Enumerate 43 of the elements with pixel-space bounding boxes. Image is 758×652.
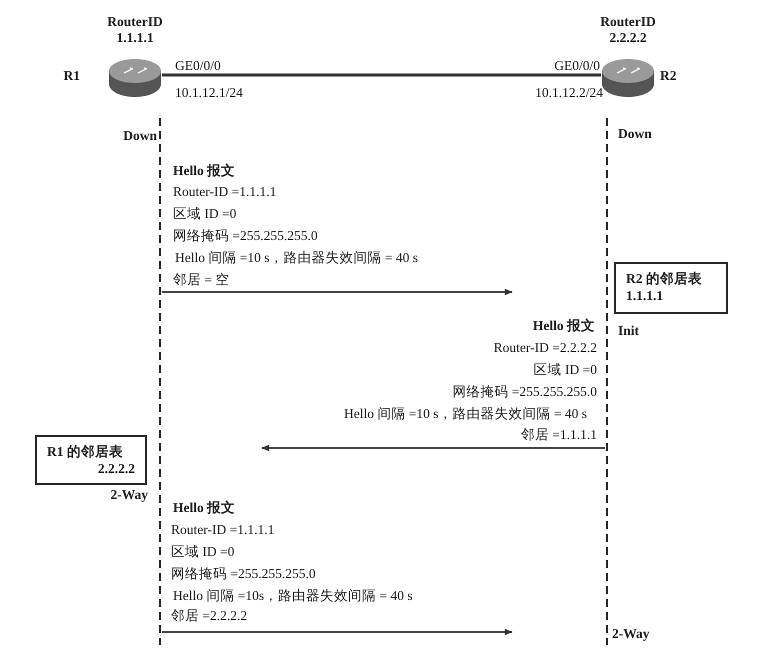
message-field: 邻居 =2.2.2.2 [171, 608, 248, 624]
neighbor-table [614, 262, 728, 314]
message-field: 区域 ID =0 [173, 206, 236, 222]
message-field: 网络掩码 =255.255.255.0 [171, 566, 316, 582]
link-line [162, 74, 601, 76]
interface-label: GE0/0/0 [175, 58, 221, 74]
table-heading: R1 的邻居表 [47, 443, 124, 460]
ip-address-label: 10.1.12.2/24 [535, 85, 603, 101]
message-field: Hello 间隔 =10 s，路由器失效间隔 = 40 s [175, 250, 418, 266]
message-title: Hello 报文 [173, 500, 236, 516]
table-entry: 1.1.1.1 [626, 287, 664, 304]
message-field: 邻居 =1.1.1.1 [520, 427, 597, 443]
interface-label: GE0/0/0 [554, 58, 600, 74]
router-id-label: RouterID 2.2.2.2 [599, 14, 657, 46]
message-field: Router-ID =1.1.1.1 [173, 184, 276, 200]
message-field: 邻居 = 空 [173, 272, 230, 288]
router-name: R2 [660, 68, 676, 84]
message-field: 区域 ID =0 [534, 362, 597, 378]
message-field: Router-ID =1.1.1.1 [171, 522, 274, 538]
lifeline [605, 118, 609, 645]
table-heading: R2 的邻居表 [626, 270, 703, 287]
state-label: Init [618, 323, 640, 339]
router-name: R1 [64, 68, 80, 84]
message-arrow [162, 288, 513, 296]
message-field: Hello 间隔 =10s，路由器失效间隔 = 40 s [173, 588, 413, 604]
message-title: Hello 报文 [173, 163, 236, 179]
message-field: Router-ID =2.2.2.2 [494, 340, 597, 356]
state-label: 2-Way [612, 626, 650, 642]
state-label: 2-Way [110, 487, 148, 503]
message-field: 区域 ID =0 [171, 544, 234, 560]
message-arrow [261, 444, 605, 452]
lifeline [158, 118, 162, 645]
message-arrow [162, 628, 513, 636]
message-field: 网络掩码 =255.255.255.0 [452, 384, 597, 400]
state-label: Down [618, 126, 652, 142]
message-title: Hello 报文 [532, 318, 595, 334]
ip-address-label: 10.1.12.1/24 [175, 85, 243, 101]
message-field: Hello 间隔 =10 s，路由器失效间隔 = 40 s [344, 406, 587, 422]
state-label: Down [123, 128, 157, 144]
router-id-label: RouterID 1.1.1.1 [106, 14, 164, 46]
message-field: 网络掩码 =255.255.255.0 [173, 228, 318, 244]
neighbor-table [35, 435, 147, 485]
table-entry: 2.2.2.2 [96, 460, 135, 477]
